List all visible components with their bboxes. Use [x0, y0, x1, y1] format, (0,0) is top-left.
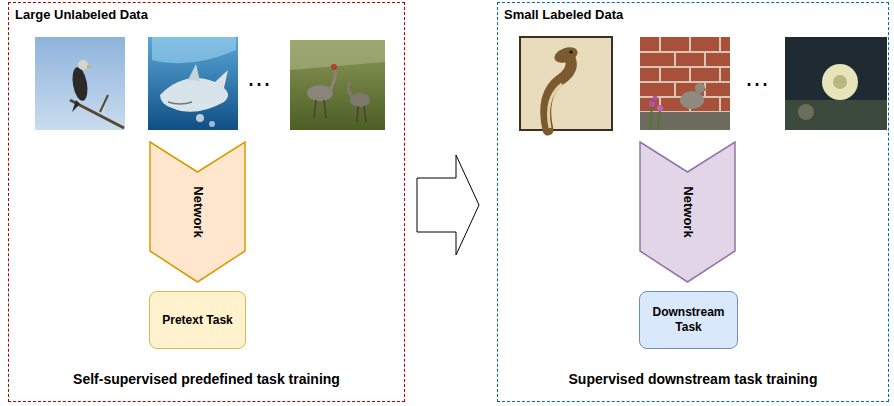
dashed-region: Large Unlabeled DataSelf-supervised pred…: [8, 2, 405, 402]
region-caption: Self-supervised predefined task training: [9, 371, 404, 387]
snake-photo: [520, 37, 612, 130]
chevron-shape: [150, 142, 245, 282]
network-chevron: Network: [149, 141, 246, 283]
task-box: Downstream Task: [639, 291, 738, 349]
dashed-region: Small Labeled DataSupervised downstream …: [497, 2, 889, 402]
region-heading: Large Unlabeled Data: [15, 7, 148, 22]
block-arrow: [417, 155, 479, 255]
task-box: Pretext Task: [149, 291, 246, 349]
region-heading: Small Labeled Data: [504, 7, 623, 22]
anemone-photo: [785, 37, 887, 130]
network-label: Network: [190, 186, 205, 237]
network-chevron: Network: [639, 141, 736, 283]
bird-bricks-photo: [640, 37, 730, 130]
shark-photo: [148, 37, 238, 130]
ellipsis-mark: ⋯: [745, 72, 769, 96]
eagle-photo: [35, 37, 125, 130]
cranes-photo: [290, 40, 385, 130]
task-label: Pretext Task: [162, 313, 232, 328]
region-caption: Supervised downstream task training: [498, 371, 888, 387]
task-label: Downstream Task: [644, 305, 733, 335]
network-label: Network: [680, 186, 695, 237]
ellipsis-mark: ⋯: [247, 72, 271, 96]
chevron-shape: [640, 142, 735, 282]
